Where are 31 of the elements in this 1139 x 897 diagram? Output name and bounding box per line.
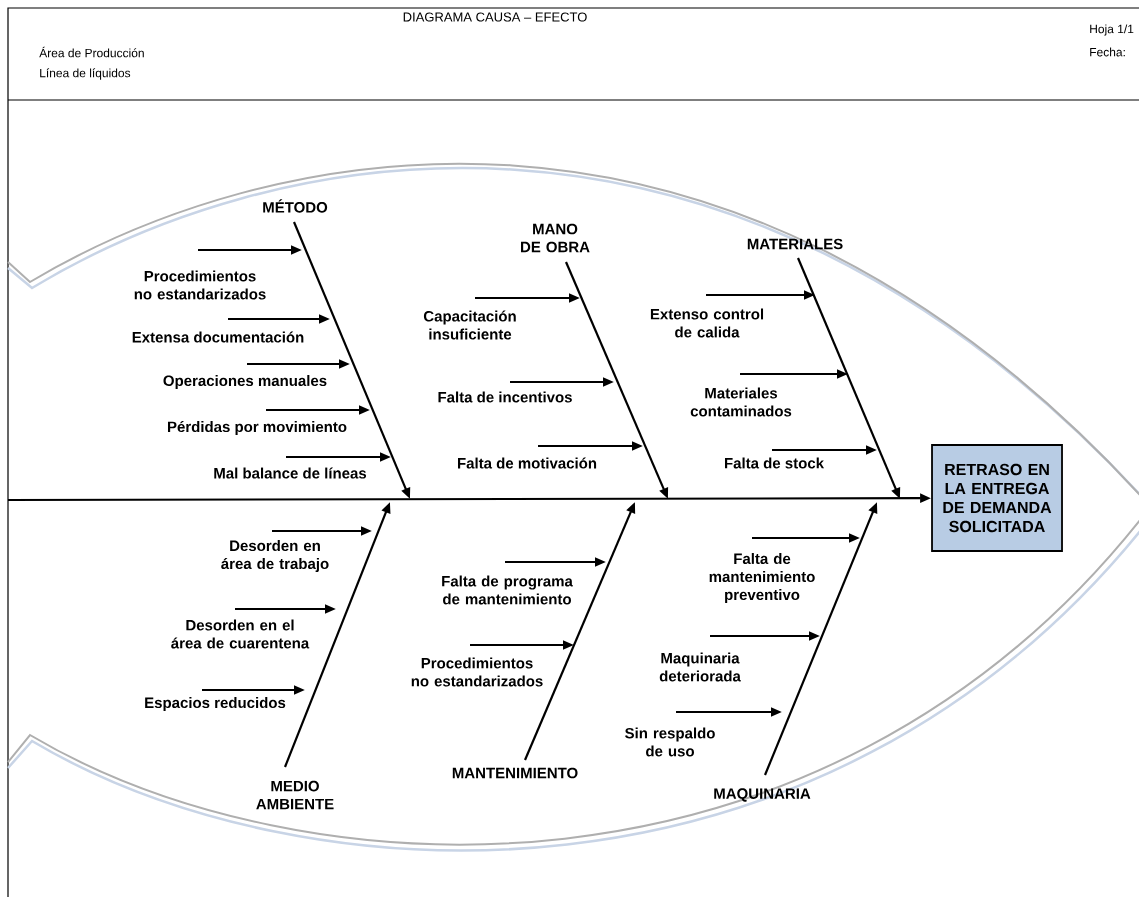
title: DIAGRAMA CAUSA – EFECTO — [403, 12, 587, 22]
cause-label: Maquinaria deteriorada — [659, 652, 741, 682]
effect-box: RETRASO EN LA ENTREGA DE DEMANDA SOLICITADA — [931, 444, 1063, 552]
cause-label: Pérdidas por movimiento — [168, 420, 347, 436]
cause-label: Operaciones manuales — [163, 375, 327, 389]
header-text: Línea de líquidos — [40, 68, 131, 80]
category-label: MATERIALES — [747, 238, 843, 250]
cause-label: Procedimientos no estandarizados — [134, 270, 266, 300]
cause-label: Capacitación insuficiente — [423, 310, 516, 340]
cause-label: Materiales contaminados — [690, 387, 792, 417]
cause-label: Falta de programa de mantenimiento — [442, 575, 573, 605]
header-text: Fecha: — [1090, 47, 1125, 57]
header-text: Hoja 1/1 — [1090, 24, 1134, 36]
cause-label: Espacios reducidos — [145, 697, 286, 711]
category-label: MÉTODO — [263, 199, 328, 213]
category-label: MEDIO AMBIENTE — [256, 780, 334, 810]
cause-label: Desorden en área de trabajo — [221, 540, 329, 572]
cause-label: Procedimientos no estandarizados — [411, 657, 543, 687]
header-text: Área de Producción — [39, 46, 144, 58]
cause-label: Mal balance de líneas — [214, 467, 367, 479]
category-label: MAQUINARIA — [714, 788, 811, 802]
cause-label: Sin respaldo de uso — [625, 727, 715, 757]
cause-label: Extensa documentación — [132, 331, 304, 343]
category-label: MANTENIMIENTO — [452, 767, 578, 779]
cause-label: Falta de motivación — [458, 457, 597, 469]
cause-label: Falta de mantenimiento preventivo — [709, 553, 815, 603]
category-label: MANO DE OBRA — [521, 223, 590, 253]
cause-label: Falta de stock — [725, 457, 825, 469]
cause-label: Desorden en el área de cuarentena — [171, 619, 310, 649]
cause-label: Extenso control de calida — [650, 308, 764, 338]
cause-label: Falta de incentivos — [438, 391, 572, 403]
